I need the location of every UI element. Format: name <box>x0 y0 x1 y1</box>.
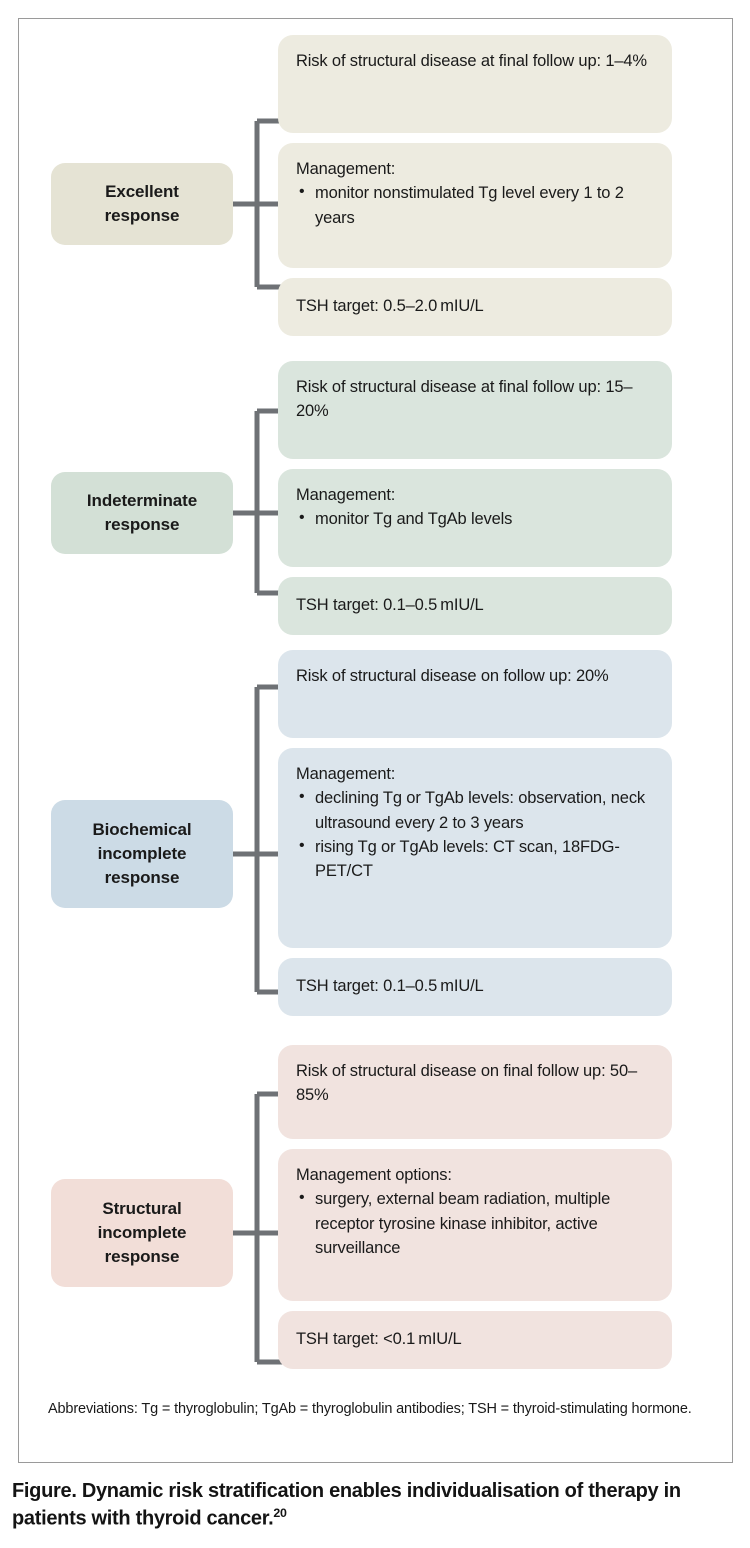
management-heading: Management: <box>296 160 396 178</box>
response-label-structural[interactable]: Structural incomplete response <box>51 1179 233 1287</box>
management-heading: Management: <box>296 486 396 504</box>
risk-text: Risk of structural disease on follow up:… <box>296 667 609 685</box>
tsh-target-text: TSH target: <0.1 mIU/L <box>296 1330 462 1348</box>
tsh-target-box: TSH target: 0.1–0.5 mIU/L <box>278 577 672 635</box>
content-column-biochemical: Risk of structural disease on follow up:… <box>278 650 672 1026</box>
response-label-line: response <box>104 868 180 888</box>
group-indeterminate-response: Indeterminate response Risk <box>19 361 732 641</box>
management-list: surgery, external beam radiation, multip… <box>296 1186 654 1260</box>
management-list: monitor nonstimulated Tg level every 1 t… <box>296 180 654 230</box>
tsh-target-text: TSH target: 0.1–0.5 mIU/L <box>296 596 484 614</box>
group-biochemical-incomplete-response: Biochemical incomplete response <box>19 650 732 1022</box>
management-list: monitor Tg and TgAb levels <box>296 506 654 531</box>
management-list: declining Tg or TgAb levels: observation… <box>296 785 654 884</box>
risk-text: Risk of structural disease on final foll… <box>296 1062 638 1105</box>
management-heading: Management: <box>296 765 396 783</box>
risk-box: Risk of structural disease at final foll… <box>278 361 672 459</box>
response-label-line: Biochemical <box>92 819 192 839</box>
risk-box: Risk of structural disease on follow up:… <box>278 650 672 738</box>
response-label-line: response <box>104 515 180 534</box>
response-label-line: Indeterminate <box>86 490 198 510</box>
response-label-line: response <box>104 1247 180 1267</box>
content-column-excellent: Risk of structural disease at final foll… <box>278 35 672 346</box>
management-item: monitor Tg and TgAb levels <box>296 506 654 531</box>
risk-box: Risk of structural disease on final foll… <box>278 1045 672 1139</box>
management-heading: Management options: <box>296 1166 452 1184</box>
tsh-target-text: TSH target: 0.5–2.0 mIU/L <box>296 297 484 315</box>
tsh-target-box: TSH target: 0.1–0.5 mIU/L <box>278 958 672 1016</box>
response-label-excellent[interactable]: Excellent response <box>51 163 233 245</box>
response-label-biochemical[interactable]: Biochemical incomplete response <box>51 800 233 908</box>
management-item: surgery, external beam radiation, multip… <box>296 1186 654 1260</box>
management-box: Management: monitor Tg and TgAb levels <box>278 469 672 567</box>
response-label-indeterminate[interactable]: Indeterminate response <box>51 472 233 554</box>
response-label-line: response <box>104 206 180 225</box>
tsh-target-text: TSH target: 0.1–0.5 mIU/L <box>296 977 484 995</box>
connector-bracket-excellent <box>233 79 297 309</box>
response-label-line: Excellent <box>105 181 179 201</box>
risk-stratification-diagram: Excellent response Risk of <box>19 19 732 1391</box>
group-structural-incomplete-response: Structural incomplete response <box>19 1045 732 1385</box>
response-label-line: Structural <box>102 1198 182 1218</box>
content-column-structural: Risk of structural disease on final foll… <box>278 1045 672 1379</box>
management-item: declining Tg or TgAb levels: observation… <box>296 785 654 835</box>
group-excellent-response: Excellent response Risk of <box>19 35 732 345</box>
risk-box: Risk of structural disease at final foll… <box>278 35 672 133</box>
content-column-indeterminate: Risk of structural disease at final foll… <box>278 361 672 645</box>
figure-caption: Figure. Dynamic risk stratification enab… <box>12 1478 738 1532</box>
risk-text: Risk of structural disease at final foll… <box>296 52 647 70</box>
response-label-line: incomplete <box>97 1222 187 1242</box>
figure-caption-text: Figure. Dynamic risk stratification enab… <box>12 1480 681 1530</box>
risk-text: Risk of structural disease at final foll… <box>296 378 633 421</box>
tsh-target-box: TSH target: <0.1 mIU/L <box>278 1311 672 1369</box>
management-item: rising Tg or TgAb levels: CT scan, 18FDG… <box>296 834 654 884</box>
abbreviations-note: Abbreviations: Tg = thyroglobulin; TgAb … <box>48 1401 692 1417</box>
figure-caption-reference: 20 <box>273 1505 287 1520</box>
tsh-target-box: TSH target: 0.5–2.0 mIU/L <box>278 278 672 336</box>
response-label-line: incomplete <box>97 843 187 863</box>
management-box: Management options: surgery, external be… <box>278 1149 672 1301</box>
figure-frame: Excellent response Risk of <box>18 18 733 1463</box>
management-box: Management: monitor nonstimulated Tg lev… <box>278 143 672 268</box>
management-box: Management: declining Tg or TgAb levels:… <box>278 748 672 948</box>
management-item: monitor nonstimulated Tg level every 1 t… <box>296 180 654 230</box>
